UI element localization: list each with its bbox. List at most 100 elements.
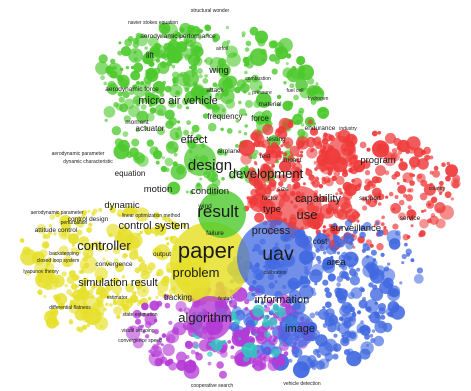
purple-node-bubble bbox=[132, 337, 144, 349]
term-label-equation: equation bbox=[115, 169, 146, 178]
yellow-node-bubble bbox=[96, 296, 104, 304]
green-node-bubble bbox=[202, 78, 209, 84]
purple-node-bubble bbox=[241, 327, 251, 337]
purple-node-bubble bbox=[243, 338, 247, 343]
green-node-bubble bbox=[315, 82, 319, 86]
term-label-convergence-speed: convergence speed bbox=[118, 338, 162, 344]
term-label-condition: condition bbox=[191, 186, 229, 197]
yellow-node-bubble bbox=[166, 268, 171, 273]
yellow-node-bubble bbox=[112, 277, 120, 285]
red-node-bubble bbox=[444, 191, 452, 199]
yellow-node-bubble bbox=[73, 216, 77, 221]
purple-node-bubble bbox=[232, 329, 240, 338]
yellow-node-bubble bbox=[103, 293, 108, 298]
green-node-bubble bbox=[296, 55, 306, 66]
purple-node-bubble bbox=[158, 337, 162, 341]
blue-node-bubble bbox=[359, 231, 366, 239]
blue-node-bubble bbox=[349, 315, 356, 322]
red-node-bubble bbox=[335, 131, 341, 138]
red-node-bubble bbox=[279, 160, 292, 173]
blue-node-bubble bbox=[413, 274, 424, 284]
green-node-bubble bbox=[169, 43, 173, 47]
yellow-node-bubble bbox=[48, 223, 53, 228]
term-label-motion: motion bbox=[144, 184, 173, 195]
yellow-node-bubble bbox=[68, 233, 80, 245]
teal-node-bubble bbox=[270, 348, 280, 358]
green-node-bubble bbox=[250, 153, 257, 160]
green-node-bubble bbox=[207, 122, 217, 132]
purple-node-bubble bbox=[171, 327, 180, 335]
green-node-bubble bbox=[134, 156, 139, 161]
purple-node-bubble bbox=[244, 307, 249, 311]
red-node-bubble bbox=[366, 147, 371, 152]
blue-node-bubble bbox=[339, 225, 343, 229]
yellow-node-bubble bbox=[125, 299, 130, 304]
purple-node-bubble bbox=[162, 343, 175, 357]
green-node-bubble bbox=[151, 94, 161, 104]
yellow-node-bubble bbox=[36, 224, 47, 234]
red-node-bubble bbox=[278, 117, 292, 131]
blue-node-bubble bbox=[315, 232, 327, 245]
yellow-node-bubble bbox=[134, 207, 150, 222]
red-node-bubble bbox=[374, 199, 378, 204]
green-node-bubble bbox=[190, 131, 195, 135]
green-node-bubble bbox=[287, 101, 294, 107]
green-node-bubble bbox=[135, 32, 142, 39]
green-node-bubble bbox=[221, 89, 229, 97]
term-label-controller: controller bbox=[77, 238, 131, 253]
yellow-node-bubble bbox=[169, 236, 174, 240]
red-node-bubble bbox=[391, 148, 398, 154]
red-node-bubble bbox=[349, 185, 353, 189]
blue-node-bubble bbox=[383, 266, 390, 272]
green-node-bubble bbox=[128, 105, 140, 118]
green-node-bubble bbox=[243, 132, 248, 136]
yellow-node-bubble bbox=[68, 318, 73, 323]
purple-node-bubble bbox=[230, 355, 235, 360]
green-node-bubble bbox=[185, 190, 189, 194]
purple-node-bubble bbox=[233, 355, 238, 360]
red-node-bubble bbox=[323, 138, 327, 142]
yellow-node-bubble bbox=[70, 283, 78, 290]
green-node-bubble bbox=[295, 78, 308, 92]
green-node-bubble bbox=[104, 118, 108, 123]
red-node-bubble bbox=[423, 209, 427, 213]
purple-node-bubble bbox=[140, 324, 145, 328]
green-node-bubble bbox=[147, 69, 153, 75]
term-label-estimator: estimator bbox=[107, 295, 128, 301]
blue-node-bubble bbox=[310, 287, 316, 293]
yellow-node-bubble bbox=[63, 252, 67, 256]
red-node-bubble bbox=[419, 230, 426, 237]
cluster-center-bubbles bbox=[170, 136, 356, 348]
yellow-node-bubble bbox=[86, 227, 92, 233]
blue-cluster-hub bbox=[237, 220, 313, 296]
blue-node-bubble bbox=[364, 334, 370, 340]
blue-node-bubble bbox=[346, 330, 358, 342]
blue-node-bubble bbox=[376, 229, 384, 237]
yellow-node-bubble bbox=[43, 310, 57, 324]
term-label-airplane: airplane bbox=[217, 148, 241, 155]
red-node-bubble bbox=[327, 234, 331, 237]
yellow-node-bubble bbox=[104, 248, 108, 252]
blue-node-bubble bbox=[356, 322, 367, 334]
red-node-bubble bbox=[307, 119, 314, 125]
green-node-bubble bbox=[310, 99, 317, 105]
red-node-bubble bbox=[394, 171, 401, 178]
blue-node-bubble bbox=[389, 313, 394, 318]
red-node-bubble bbox=[368, 194, 373, 199]
red-node-bubble bbox=[289, 161, 296, 168]
blue-node-bubble bbox=[364, 299, 379, 314]
purple-node-bubble bbox=[264, 306, 271, 313]
yellow-node-bubble bbox=[82, 256, 89, 262]
green-node-bubble bbox=[240, 83, 250, 93]
red-node-bubble bbox=[335, 175, 345, 185]
term-label-lift: lift bbox=[146, 51, 155, 60]
red-node-bubble bbox=[323, 154, 330, 160]
purple-node-bubble bbox=[144, 313, 157, 326]
green-node-bubble bbox=[152, 150, 163, 160]
green-node-bubble bbox=[95, 61, 109, 75]
red-node-bubble bbox=[452, 181, 460, 189]
blue-node-bubble bbox=[347, 303, 352, 308]
green-node-bubble bbox=[148, 103, 153, 107]
red-node-bubble bbox=[423, 154, 430, 161]
term-label-aerodynamic-force: aerodynamic force bbox=[105, 86, 159, 93]
